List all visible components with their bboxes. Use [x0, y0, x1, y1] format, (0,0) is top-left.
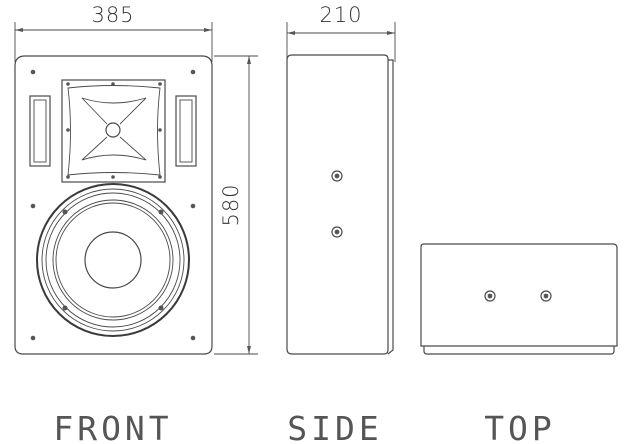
front-cabinet-outline — [14, 55, 213, 355]
side-mount-point-upper — [331, 170, 343, 182]
top-mount-point-right — [540, 290, 552, 302]
top-view: TOP — [420, 243, 618, 444]
front-screw-top-right — [190, 69, 196, 75]
front-view: 385 — [14, 3, 213, 444]
side-label: SIDE — [287, 409, 382, 444]
width-label: 385 — [91, 3, 134, 27]
front-label: FRONT — [53, 409, 172, 444]
left-port — [29, 95, 51, 167]
top-cabinet-outline — [420, 243, 618, 347]
height-dimension: 580 — [214, 55, 258, 355]
height-label: 580 — [219, 183, 243, 226]
front-screw-bottom-left — [30, 335, 36, 341]
horn-tweeter — [61, 79, 166, 183]
front-screw-mid-left — [30, 203, 36, 209]
front-screw-bottom-right — [190, 335, 196, 341]
side-view: 210 SIDE — [286, 3, 396, 444]
side-mount-point-lower — [331, 226, 343, 238]
front-screw-top-left — [30, 69, 36, 75]
side-back-panel — [387, 59, 394, 355]
depth-dimension: 210 — [286, 3, 396, 62]
top-mount-point-left — [484, 290, 496, 302]
width-dimension: 385 — [14, 3, 213, 62]
top-label: TOP — [484, 409, 556, 444]
woofer — [36, 183, 190, 337]
right-port — [175, 95, 197, 167]
front-screw-mid-right — [190, 203, 196, 209]
depth-label: 210 — [319, 3, 362, 27]
side-cabinet-outline — [286, 54, 389, 355]
top-baffle-edge — [423, 346, 615, 355]
